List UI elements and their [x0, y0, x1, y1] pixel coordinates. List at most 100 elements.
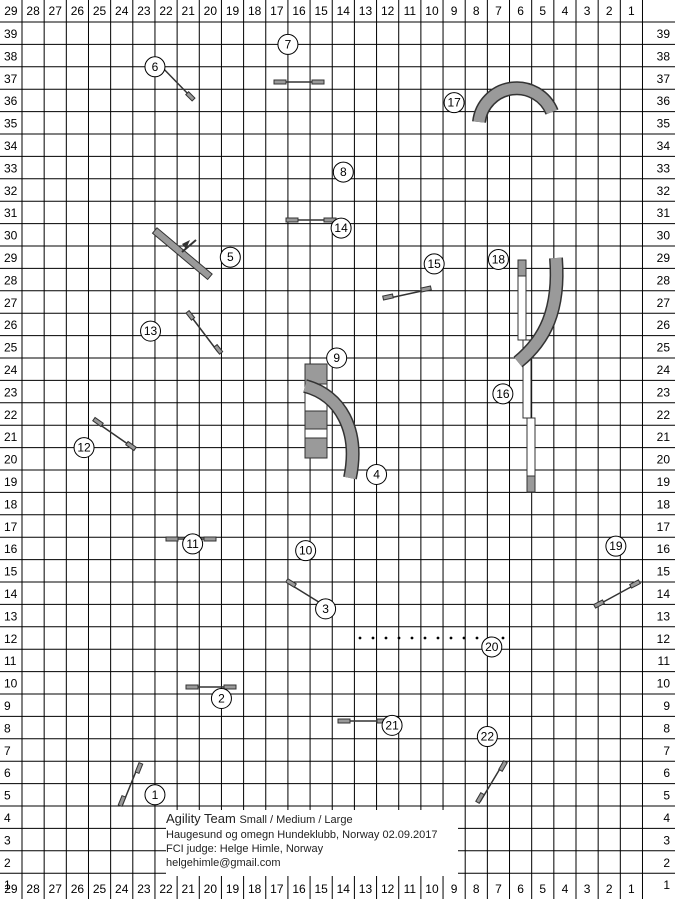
- column-label-bottom: 10: [425, 882, 439, 896]
- number-circle: [481, 636, 503, 658]
- number-circle: [381, 714, 403, 736]
- column-label-top: 19: [226, 4, 240, 18]
- column-label-top: 1: [628, 4, 635, 18]
- column-label-bottom: 3: [584, 882, 591, 896]
- number-circle: [443, 92, 465, 114]
- row-label-right: 31: [657, 206, 671, 220]
- column-label-top: 10: [425, 4, 439, 18]
- row-label-left: 34: [4, 139, 18, 153]
- row-label-left: 19: [4, 475, 18, 489]
- row-label-left: 5: [4, 789, 11, 803]
- row-label-right: 14: [657, 587, 671, 601]
- column-label-bottom: 5: [539, 882, 546, 896]
- row-label-left: 39: [4, 27, 18, 41]
- row-label-left: 37: [4, 72, 18, 86]
- column-label-bottom: 19: [226, 882, 240, 896]
- jump-19: [592, 579, 642, 609]
- row-label-right: 3: [663, 833, 670, 847]
- number-label: 19: [609, 539, 623, 553]
- number-label: 3: [322, 602, 329, 616]
- column-label-bottom: 8: [473, 882, 480, 896]
- weave-pole: [410, 636, 414, 640]
- column-label-top: 26: [71, 4, 85, 18]
- column-label-top: 21: [182, 4, 196, 18]
- weave-pole: [436, 636, 440, 640]
- number-circle: [73, 437, 95, 459]
- obstacle-number-4: 4: [366, 463, 388, 485]
- row-label-left: 17: [4, 520, 18, 534]
- row-label-right: 25: [657, 341, 671, 355]
- seesaw-5: [151, 227, 213, 281]
- number-label: 2: [218, 691, 225, 705]
- row-label-left: 7: [4, 744, 11, 758]
- row-label-right: 32: [657, 184, 671, 198]
- number-label: 5: [227, 250, 234, 264]
- column-label-top: 25: [93, 4, 107, 18]
- column-label-top: 15: [314, 4, 328, 18]
- number-label: 20: [485, 640, 499, 654]
- number-circle: [330, 217, 352, 239]
- number-label: 18: [492, 252, 506, 266]
- row-label-left: 13: [4, 609, 18, 623]
- row-label-right: 11: [658, 654, 671, 668]
- weave-pole: [397, 636, 401, 640]
- number-label: 10: [299, 544, 313, 558]
- row-label-right: 24: [657, 363, 671, 377]
- jump-15: [382, 285, 432, 301]
- club-line: Haugesund og omegn Hundeklubb, Norway 02…: [166, 829, 438, 841]
- row-label-left: 26: [4, 318, 18, 332]
- row-label-left: 6: [4, 766, 11, 780]
- column-label-bottom: 13: [359, 882, 373, 896]
- row-label-right: 2: [663, 856, 670, 870]
- row-label-right: 17: [657, 520, 671, 534]
- column-label-bottom: 23: [137, 882, 151, 896]
- weave-pole: [423, 636, 427, 640]
- column-label-bottom: 12: [381, 882, 395, 896]
- row-label-right: 23: [657, 385, 671, 399]
- number-circle: [295, 540, 317, 562]
- number-label: 8: [340, 165, 347, 179]
- row-label-right: 30: [657, 229, 671, 243]
- weave-pole: [501, 636, 505, 640]
- obstacle-number-3: 3: [315, 598, 337, 620]
- number-circle: [210, 687, 232, 709]
- column-label-bottom: 24: [115, 882, 129, 896]
- obstacle-number-8: 8: [332, 161, 354, 183]
- row-label-left: 29: [4, 251, 18, 265]
- column-label-top: 8: [473, 4, 480, 18]
- column-label-top: 9: [451, 4, 458, 18]
- column-label-bottom: 11: [404, 882, 417, 896]
- row-label-left: 11: [4, 654, 17, 668]
- row-label-right: 36: [657, 94, 671, 108]
- column-label-top: 5: [539, 4, 546, 18]
- course-sizes: Small / Medium / Large: [239, 814, 353, 826]
- number-circle: [144, 784, 166, 806]
- row-label-right: 35: [657, 117, 671, 131]
- column-label-top: 16: [292, 4, 306, 18]
- weave-pole: [475, 636, 479, 640]
- row-label-left: 30: [4, 229, 18, 243]
- row-label-right: 33: [657, 161, 671, 175]
- column-label-bottom: 16: [292, 882, 306, 896]
- row-label-right: 28: [657, 273, 671, 287]
- column-label-top: 13: [359, 4, 373, 18]
- obstacle-number-11: 11: [182, 533, 204, 555]
- row-labels-right: 3938373635343332313029282726252423222120…: [657, 27, 671, 892]
- obstacle-number-22: 22: [476, 726, 498, 748]
- obstacle-number-19: 19: [605, 535, 627, 557]
- row-label-left: 36: [4, 94, 18, 108]
- number-label: 17: [447, 96, 461, 110]
- jump-13: [185, 309, 224, 355]
- number-label: 7: [285, 37, 292, 51]
- row-label-right: 26: [657, 318, 671, 332]
- row-label-right: 6: [663, 766, 670, 780]
- row-label-right: 16: [657, 542, 671, 556]
- number-label: 9: [333, 351, 340, 365]
- number-label: 4: [373, 467, 380, 481]
- course-info-box: Agility Team Small / Medium / Large Haug…: [166, 810, 458, 876]
- row-label-left: 2: [4, 856, 11, 870]
- number-label: 11: [186, 537, 199, 551]
